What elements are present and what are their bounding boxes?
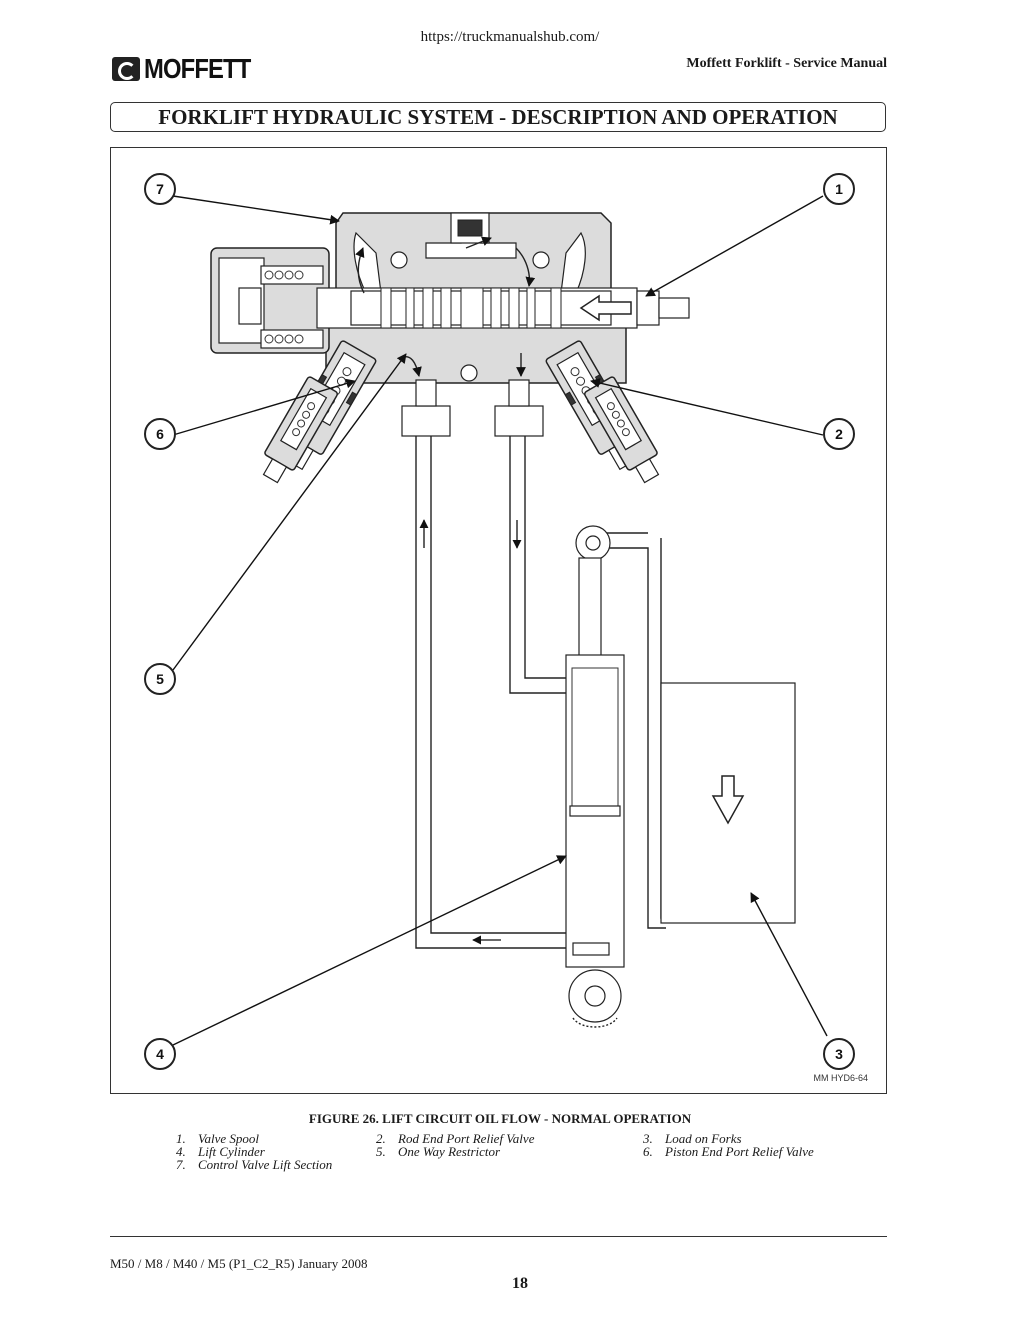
legend-label: Load on Forks	[665, 1131, 742, 1146]
figure-caption: FIGURE 26. LIFT CIRCUIT OIL FLOW - NORMA…	[308, 1111, 692, 1126]
lift-cylinder	[565, 525, 625, 1028]
manual-title: Moffett Forklift - Service Manual	[686, 56, 887, 71]
callout-1: 1	[823, 173, 855, 205]
legend-num: 1.	[176, 1131, 186, 1146]
valve-spool	[350, 287, 632, 329]
callout-1-label: 1	[835, 181, 843, 197]
legend-item: 2. Rod End Port Relief Valve	[376, 1132, 534, 1145]
legend-label: Valve Spool	[198, 1131, 260, 1146]
logo-text: MOFFETT	[144, 53, 251, 84]
callout-2-label: 2	[835, 426, 843, 442]
legend-label: One Way Restrictor	[398, 1144, 501, 1159]
callout-7: 7	[144, 173, 176, 205]
figure-frame: 7 1 6 2 5 4 3 MM HYD6-64	[110, 147, 887, 1094]
legend-num: 5.	[376, 1144, 386, 1159]
callout-6-label: 6	[156, 426, 164, 442]
callout-2: 2	[823, 418, 855, 450]
footer-models: M50 / M8 / M40 / M5 (P1_C2_R5) January 2…	[110, 1256, 368, 1271]
legend-label: Rod End Port Relief Valve	[398, 1131, 535, 1146]
callout-3-label: 3	[835, 1046, 843, 1062]
moffett-logo: MOFFETT	[112, 53, 269, 85]
legend-num: 3.	[643, 1131, 653, 1146]
moffett-logo-icon	[112, 57, 140, 81]
page-number: 18	[512, 1275, 528, 1292]
legend-num: 6.	[643, 1144, 653, 1159]
footer-divider	[110, 1236, 887, 1237]
legend-item: 1. Valve Spool	[176, 1132, 259, 1145]
callout-4-label: 4	[156, 1046, 164, 1062]
legend-item: 3. Load on Forks	[643, 1132, 742, 1145]
legend-num: 2.	[376, 1131, 386, 1146]
one-way-restrictor	[262, 376, 338, 484]
legend-num: 4.	[176, 1144, 186, 1159]
legend-item: 6. Piston End Port Relief Valve	[643, 1145, 814, 1158]
figure-code: MM HYD6-64	[813, 1073, 868, 1083]
source-url[interactable]: https://truckmanualshub.com/	[420, 29, 600, 45]
legend-label: Piston End Port Relief Valve	[665, 1144, 814, 1159]
callout-7-label: 7	[156, 181, 164, 197]
legend-label: Lift Cylinder	[198, 1144, 265, 1159]
callout-5: 5	[144, 663, 176, 695]
load-on-forks	[660, 682, 796, 924]
leader-lines	[172, 195, 828, 1046]
legend-label: Control Valve Lift Section	[198, 1157, 333, 1172]
legend-item: 4. Lift Cylinder	[176, 1145, 265, 1158]
valve-ports	[401, 379, 544, 437]
callout-3: 3	[823, 1038, 855, 1070]
callout-5-label: 5	[156, 671, 164, 687]
callout-6: 6	[144, 418, 176, 450]
hydraulic-lines	[415, 436, 666, 949]
spring-coils	[264, 270, 304, 344]
legend-item: 7. Control Valve Lift Section	[176, 1158, 332, 1171]
control-valve-body	[210, 212, 690, 384]
section-title: FORKLIFT HYDRAULIC SYSTEM - DESCRIPTION …	[110, 102, 886, 132]
callout-4: 4	[144, 1038, 176, 1070]
rod-end-cartridge-outer	[584, 376, 660, 484]
hydraulic-diagram: 7 1 6 2 5 4 3	[144, 173, 855, 1070]
legend-num: 7.	[176, 1157, 186, 1172]
legend-item: 5. One Way Restrictor	[376, 1145, 500, 1158]
